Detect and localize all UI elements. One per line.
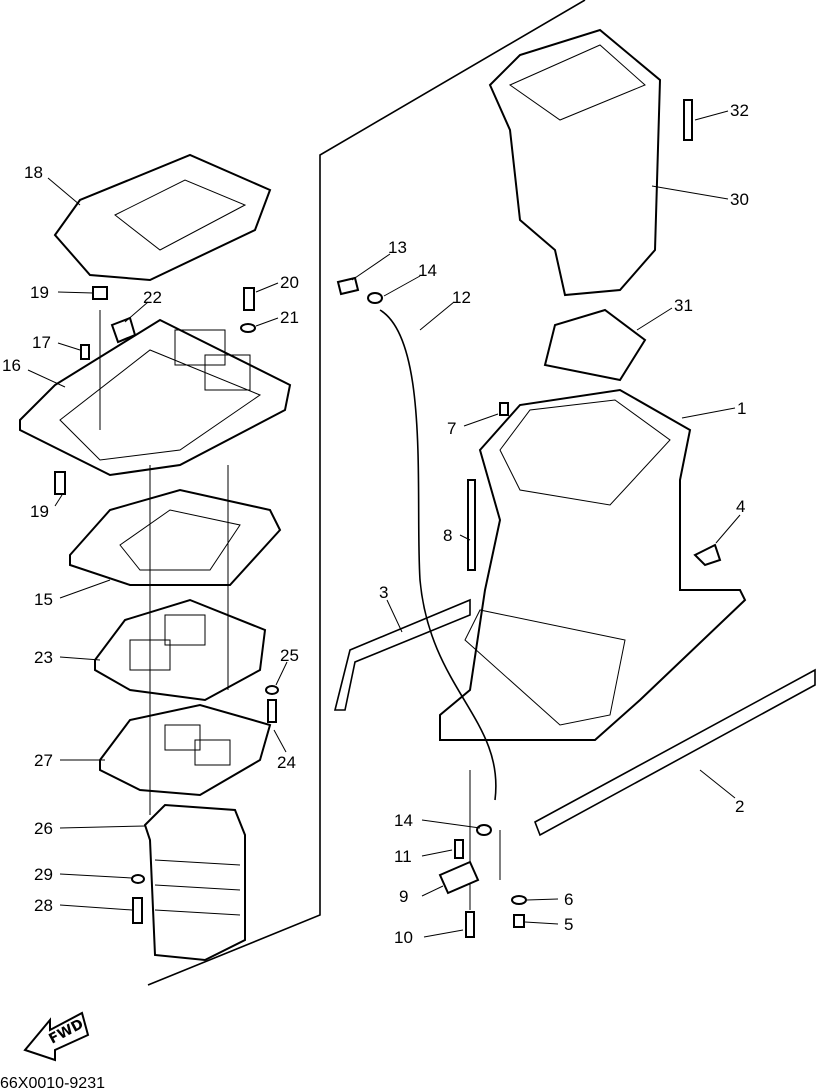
callout-28: 28 [34, 896, 53, 915]
callout-12: 12 [452, 288, 471, 307]
callout-20: 20 [280, 273, 299, 292]
part-30-oil-pan [488, 28, 662, 297]
callout-26: 26 [34, 819, 53, 838]
part-31-gasket [543, 308, 647, 382]
callout-6: 6 [564, 890, 573, 909]
leader-lines [27, 110, 741, 938]
callout-19: 19 [30, 283, 49, 302]
callout-16: 16 [2, 356, 21, 375]
part-4-grommet [693, 543, 722, 567]
callout-8: 8 [443, 526, 452, 545]
part-15-gasket [69, 488, 282, 586]
exploded-view-frame [147, 0, 586, 986]
callout-31: 31 [674, 296, 693, 315]
part-23-plate [94, 598, 267, 702]
callout-19: 19 [30, 502, 49, 521]
callout-24: 24 [277, 753, 296, 772]
callout-1: 1 [737, 399, 746, 418]
callout-3: 3 [379, 583, 388, 602]
part-18-gasket [53, 153, 272, 282]
bolts-left [54, 286, 279, 924]
callout-7: 7 [447, 419, 456, 438]
callout-13: 13 [388, 238, 407, 257]
callout-4: 4 [736, 497, 745, 516]
assembly-guide-lines [99, 310, 501, 910]
part-8-bolt [467, 479, 476, 571]
callout-5: 5 [564, 915, 573, 934]
part-16-exhaust-guide [19, 318, 292, 477]
lower-fittings [438, 824, 527, 938]
callout-29: 29 [34, 865, 53, 884]
callout-22: 22 [143, 288, 162, 307]
callout-2: 2 [735, 797, 744, 816]
part-2-seal [534, 668, 816, 837]
part-32-bolt [683, 99, 693, 141]
callout-10: 10 [394, 928, 413, 947]
part-12-hose [379, 309, 497, 801]
callout-14: 14 [418, 261, 437, 280]
part-1-upper-casing [439, 388, 747, 741]
part-7-pin [499, 402, 509, 416]
part-14-clip-upper [367, 292, 383, 304]
callout-11: 11 [394, 847, 412, 866]
diagram-code: 66X0010-9231 [0, 1075, 105, 1090]
part-26-muffler [143, 803, 246, 962]
callout-15: 15 [34, 590, 53, 609]
callout-21: 21 [280, 308, 299, 327]
callout-14: 14 [394, 811, 413, 830]
part-13-fitting [336, 276, 360, 296]
callout-9: 9 [399, 887, 408, 906]
callout-labels: 18 19 22 20 21 17 16 19 15 23 25 24 27 2… [2, 101, 749, 947]
callout-23: 23 [34, 648, 53, 667]
callout-17: 17 [32, 333, 51, 352]
part-3-seal [333, 598, 471, 711]
callout-32: 32 [730, 101, 749, 120]
callout-27: 27 [34, 751, 53, 770]
callout-18: 18 [24, 163, 43, 182]
callout-25: 25 [280, 646, 299, 665]
fwd-arrow-icon: FWD [23, 1011, 90, 1062]
part-27-gasket [99, 703, 272, 797]
callout-30: 30 [730, 190, 749, 209]
